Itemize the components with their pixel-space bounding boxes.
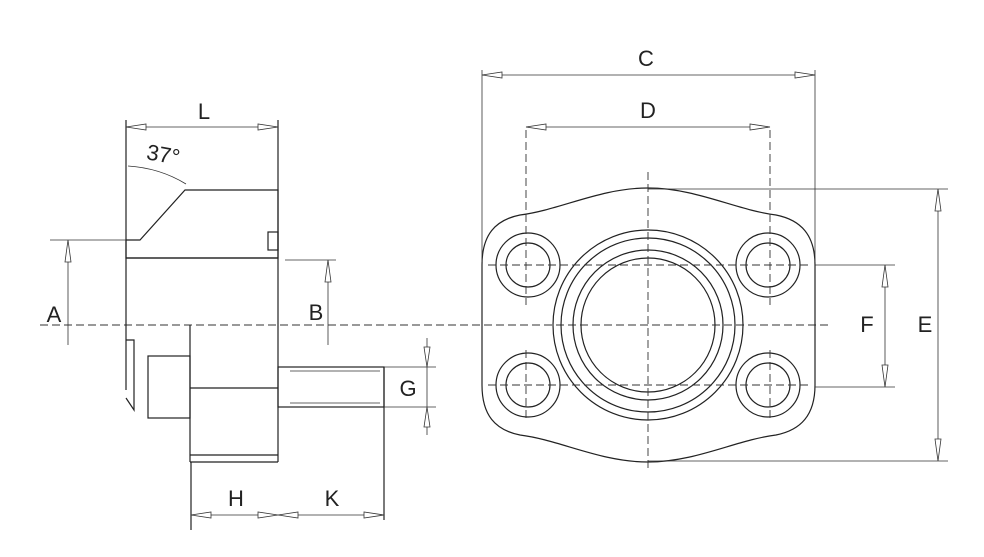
- dim-A: A: [47, 302, 62, 327]
- front-dimensions: C D E F: [481, 46, 948, 462]
- dim-angle: 37°: [145, 139, 182, 169]
- stud: [277, 366, 385, 408]
- dim-G: G: [399, 376, 416, 401]
- dim-D: D: [640, 98, 656, 123]
- dim-E: E: [918, 312, 933, 337]
- dim-L: L: [198, 99, 210, 124]
- side-dimensions: L 37° A B G H K: [47, 99, 436, 519]
- dim-B: B: [309, 300, 324, 325]
- dim-F: F: [860, 312, 873, 337]
- dim-K: K: [325, 486, 340, 511]
- dim-C: C: [638, 46, 654, 71]
- side-view: [125, 120, 385, 530]
- dim-H: H: [228, 486, 244, 511]
- hatched-section: [125, 189, 279, 259]
- front-view: [481, 130, 816, 470]
